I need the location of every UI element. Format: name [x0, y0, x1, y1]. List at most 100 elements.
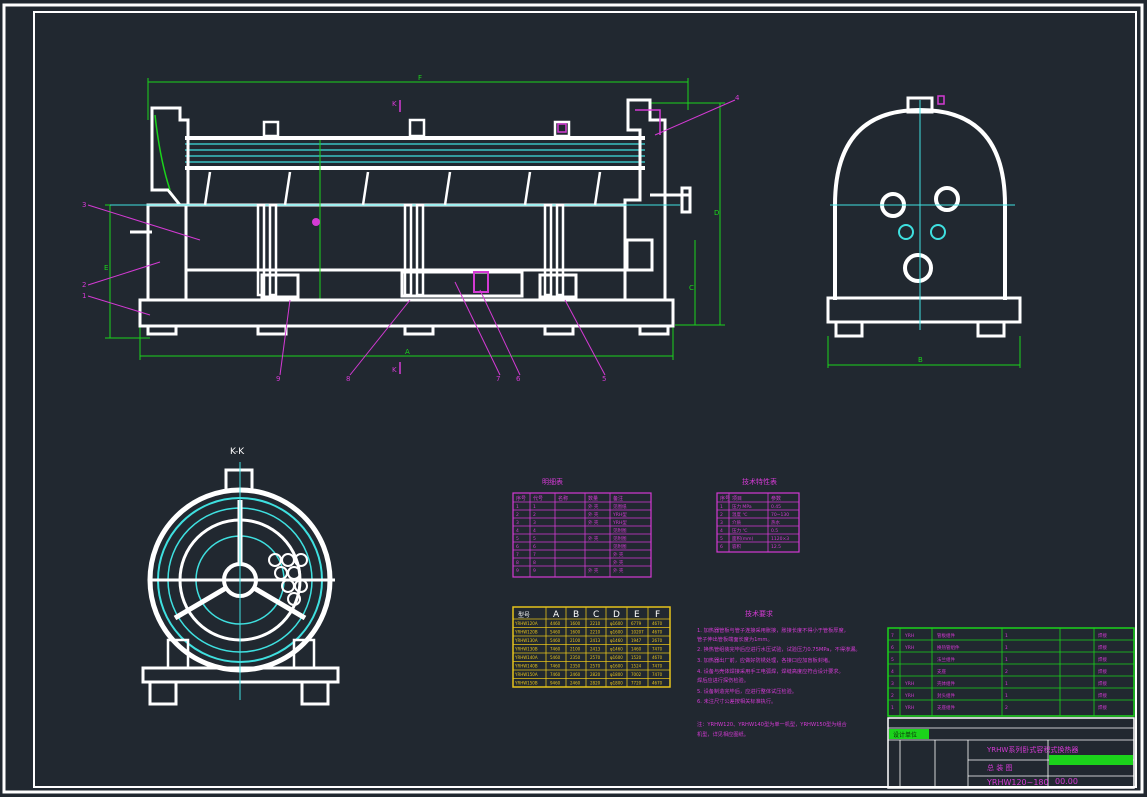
tech-header-cell: 项目 [732, 496, 742, 502]
dim-cell: 1947 [631, 638, 642, 643]
bom-cell: 2 [1005, 705, 1008, 711]
bom-cell: 封头组件 [937, 692, 955, 699]
technical-notes[interactable]: 技术要求 1. 加热器管板与管子连接采用胀接，胀接长度不得小于管板厚度， 管子伸… [697, 609, 861, 738]
tech-cell: 温度 ℃ [732, 511, 747, 518]
dim-cell: 1520 [631, 655, 642, 660]
dim-table-grid [513, 607, 670, 687]
tech-table-grid [717, 493, 799, 552]
parts-cell: 9 [533, 568, 536, 574]
front-elevation-view[interactable]: F A D E C [82, 74, 740, 383]
title-drawing-name: 总 装 图 [987, 763, 1012, 772]
bom-cell: 换热管组件 [937, 644, 960, 651]
callout-8: 8 [346, 375, 350, 383]
dim-cell: 2460 [570, 672, 581, 677]
note-line: 3. 加热器出厂前，应做好防锈处理，各接口应加盲板封堵。 [697, 656, 833, 664]
parts-cell: 外 壳 [613, 551, 624, 558]
parts-cell: 6 [533, 544, 536, 550]
tube-lines [185, 143, 645, 163]
parts-table-title: 明细表 [542, 477, 563, 486]
parts-cell: 见图纸 [613, 503, 627, 510]
tech-cell: 3 [720, 520, 723, 526]
bom-cell: 1 [1005, 633, 1008, 639]
dim-cell: φ1600 [610, 655, 623, 660]
side-foot-right [976, 320, 1006, 338]
dim-header-cell: E [634, 610, 640, 620]
dim-letter-c: C [689, 284, 694, 292]
dim-cell: 9460 [550, 681, 561, 686]
parts-cell: 8 [516, 560, 519, 566]
dim-cell: 2210 [590, 621, 601, 626]
dim-cell: 6779 [631, 621, 642, 626]
bom-cell: 焊接 [1098, 656, 1107, 663]
dim-cell: φ1600 [610, 621, 623, 626]
base-frame [138, 270, 675, 336]
side-small-ports [898, 224, 946, 240]
tech-cell: 1120×3 [771, 536, 789, 542]
dim-cell: φ1600 [610, 630, 623, 635]
title-accent-fill [1049, 755, 1133, 765]
nozzle-mark [557, 123, 567, 133]
outer-frame [2, 3, 1144, 794]
side-foot-left [834, 320, 864, 338]
bom-cell: 支座 [937, 668, 946, 675]
parts-header-cell: 名称 [558, 495, 568, 502]
dim-cell: φ1600 [610, 664, 623, 669]
parts-table-frame [512, 492, 652, 578]
tech-cell: 70~130 [771, 512, 789, 518]
side-elevation-view[interactable]: B [826, 95, 1022, 368]
sensor-point [312, 218, 320, 226]
parts-cell: 1 [533, 504, 536, 510]
parts-cell: 2 [533, 512, 536, 518]
title-frame [887, 717, 1135, 789]
dim-cell: YRHW140B [514, 664, 538, 669]
dim-cell: YRHW120A [514, 621, 538, 626]
parts-cell: 4 [533, 528, 536, 534]
parts-header-cell: 序号 [516, 495, 526, 502]
dim-letter-e: E [104, 264, 108, 272]
left-head [146, 106, 190, 302]
dim-header-cell: C [593, 610, 599, 620]
dim-cell: 7002 [631, 672, 642, 677]
bom-cell: 焊接 [1098, 692, 1107, 699]
dim-cell: 4670 [652, 681, 663, 686]
bom-cell: 1 [1005, 693, 1008, 699]
tech-cell: 0.5 [771, 528, 778, 534]
parts-cell: 8 [533, 560, 536, 566]
bom-cell: YRH [904, 645, 914, 651]
dim-cell: 1460 [631, 647, 642, 652]
tube-bundle [185, 136, 645, 170]
tech-cell: 介质 [732, 519, 741, 526]
bom-grid [888, 628, 1134, 716]
section-kk-view[interactable]: K-K [141, 447, 340, 706]
dim-cell: YRHW120B [514, 630, 538, 635]
note-line: 机型，详见相应图纸。 [697, 730, 749, 738]
parts-header-cell: 代号 [533, 495, 543, 502]
tech-cell: 压力 ℃ [732, 527, 747, 534]
parts-cell: 2 [516, 512, 519, 518]
bom-cell: 6 [891, 645, 894, 651]
side-top-mark [937, 95, 945, 105]
title-block[interactable]: 设计单位 YRHW系列卧式容积式换热器 总 装 图 YRHW120~180 00… [887, 717, 1135, 789]
bom-cell: 4 [891, 669, 894, 675]
note-line: 管子伸出管板端面长度为1mm。 [697, 635, 773, 643]
parts-cell: 见附图 [613, 535, 627, 542]
dim-cell: 7470 [652, 647, 663, 652]
parts-header-cell: 备注 [613, 495, 623, 502]
bom-cell: YRH [904, 693, 914, 699]
leader-lines [87, 99, 736, 376]
bom-cell: YRH [904, 705, 914, 711]
tech-cell: 1 [720, 504, 723, 510]
bom-cell: 焊接 [1098, 680, 1107, 687]
dim-cell: 2350 [570, 664, 581, 669]
dim-header-cell: F [655, 610, 660, 620]
callout-2: 2 [82, 281, 86, 289]
dim-letter-a: A [405, 348, 410, 356]
